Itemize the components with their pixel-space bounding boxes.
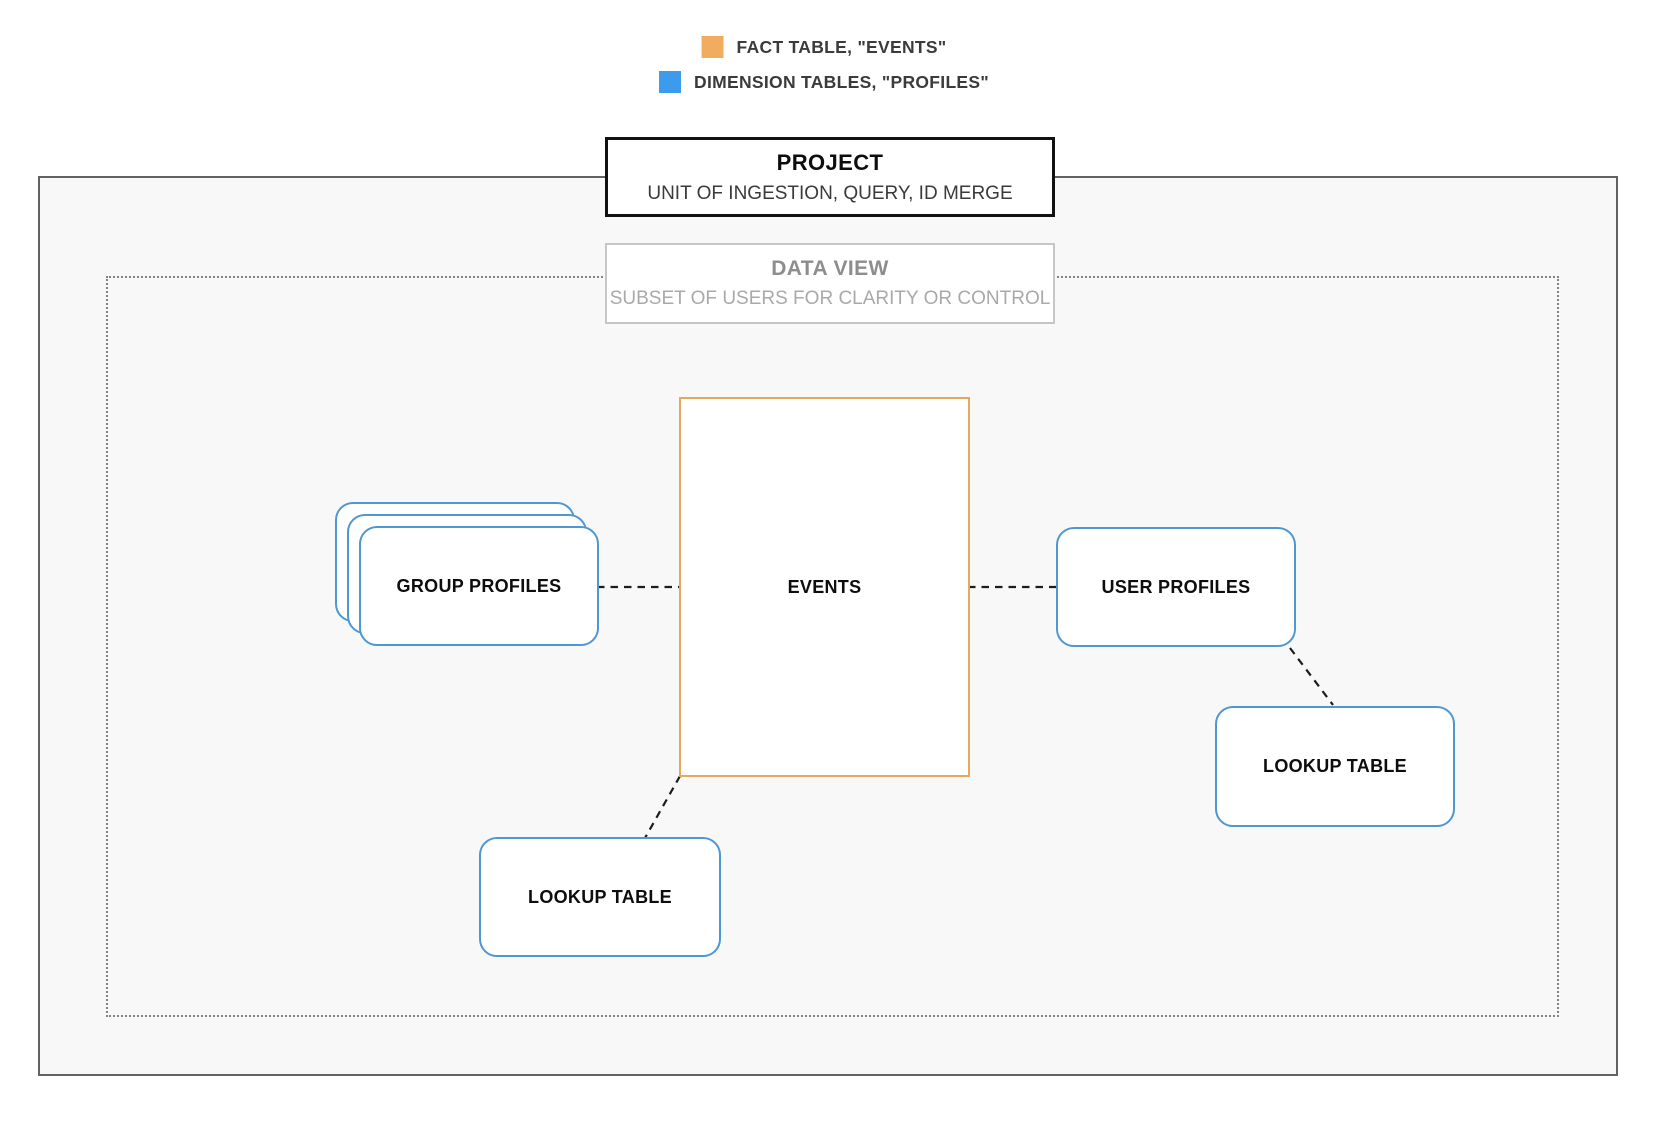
node-events-label: EVENTS [787,576,862,597]
node-lookup-table-bottom-label: LOOKUP TABLE [528,886,672,907]
node-user-profiles: USER PROFILES [1056,527,1296,647]
legend-label-dimension-tables: DIMENSION TABLES, "PROFILES" [694,71,989,92]
node-lookup-table-right-label: LOOKUP TABLE [1263,756,1407,776]
node-events: EVENTS [679,397,970,777]
legend-label-fact-table: FACT TABLE, "EVENTS" [736,36,947,57]
project-title-box: PROJECT UNIT OF INGESTION, QUERY, ID MER… [605,137,1055,217]
data-view-subtitle: SUBSET OF USERS FOR CLARITY OR CONTROL [609,288,1051,309]
node-user-profiles-label: USER PROFILES [1101,576,1251,597]
node-group-profiles-label: GROUP PROFILES [396,575,562,596]
connector-events-lookup-table [644,775,681,839]
project-title: PROJECT [776,149,884,175]
node-group-profiles: GROUP PROFILES [359,526,599,646]
project-subtitle: UNIT OF INGESTION, QUERY, ID MERGE [647,182,1013,204]
node-lookup-table-bottom: LOOKUP TABLE [479,837,721,957]
data-view-title: DATA VIEW [771,257,889,280]
dimension-tables-color-swatch [659,71,682,93]
legend-item-dimension-tables: DIMENSION TABLES, "PROFILES" [659,71,989,93]
node-lookup-table-right: LOOKUP TABLE [1215,706,1455,827]
data-view-title-box: DATA VIEW SUBSET OF USERS FOR CLARITY OR… [605,243,1055,324]
legend-item-fact-table: FACT TABLE, "EVENTS" [701,36,947,58]
fact-table-color-swatch [701,36,724,58]
connector-user-profiles-lookup-table [1289,647,1334,706]
